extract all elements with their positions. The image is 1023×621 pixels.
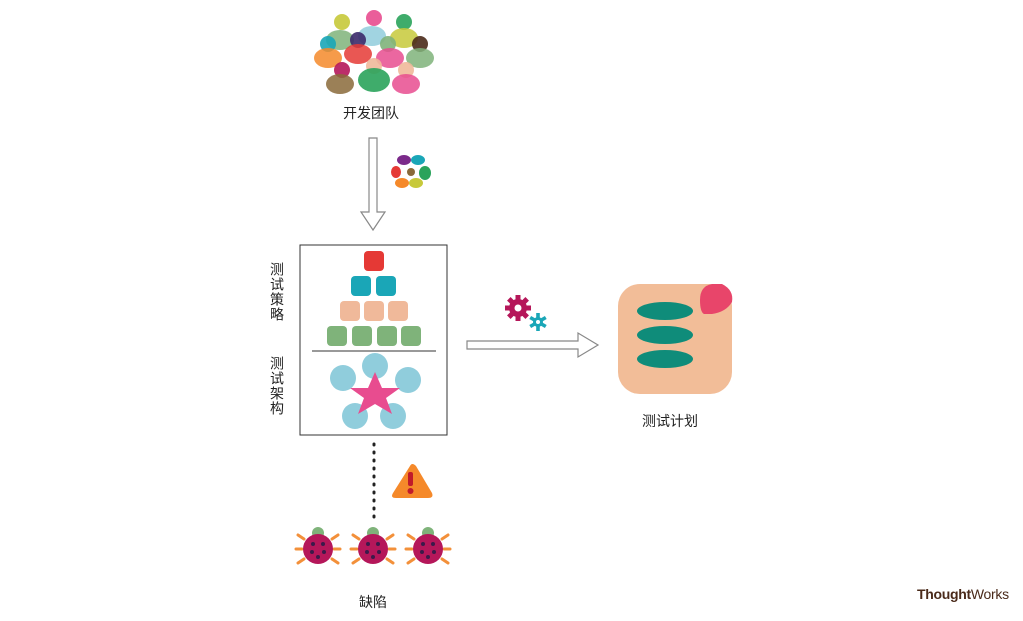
- gears-icon: [505, 295, 547, 331]
- dev-team-label: 开发团队: [343, 106, 399, 122]
- document-icon: [618, 284, 733, 394]
- brand-bold: Thought: [917, 586, 971, 602]
- strategy-box: [299, 244, 448, 436]
- warning-icon: [392, 464, 433, 498]
- team-cluster-icon: [391, 155, 431, 188]
- test-pyramid: [327, 251, 421, 346]
- architecture-star: [330, 353, 421, 429]
- bug-icon: [404, 527, 452, 565]
- people-crowd-icon: [314, 10, 434, 94]
- bug-icon: [349, 527, 397, 565]
- test-strategy-label: 测试策略: [268, 262, 284, 322]
- arrow-right-icon: [466, 331, 600, 359]
- test-plan-label: 测试计划: [642, 414, 698, 430]
- brand-logo: ThoughtWorks: [917, 586, 1009, 602]
- test-architecture-label: 测试架构: [268, 356, 284, 416]
- bug-icon: [294, 527, 342, 565]
- arrow-down-icon: [359, 137, 387, 232]
- brand-thin: Works: [970, 586, 1009, 602]
- defects-label: 缺陷: [359, 595, 387, 611]
